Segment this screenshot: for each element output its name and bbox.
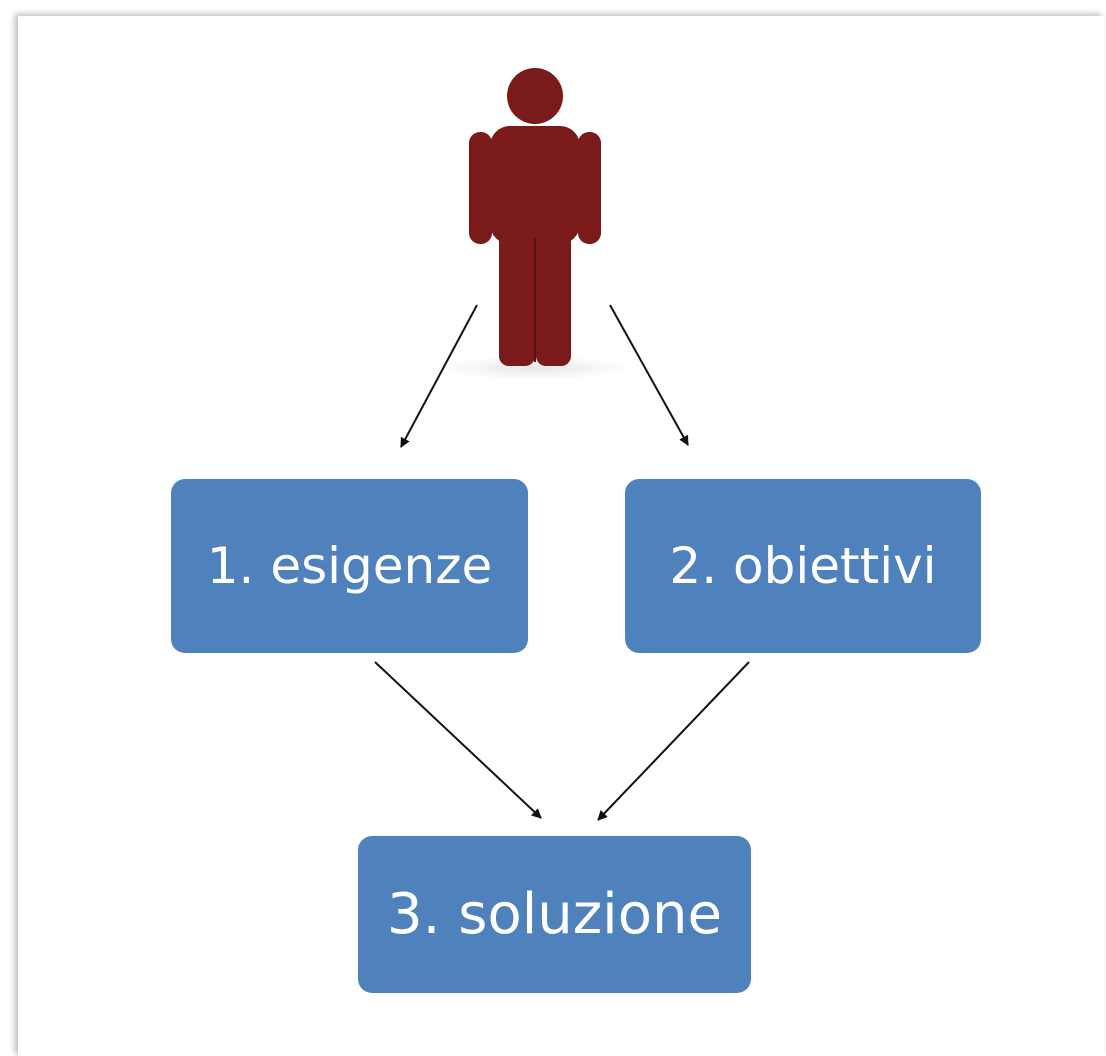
- node-soluzione: 3. soluzione: [358, 836, 751, 993]
- node-esigenze: 1. esigenze: [171, 479, 528, 653]
- arrow-person-to-esigenze: [400, 304, 478, 448]
- node-esigenze-label: 1. esigenze: [206, 537, 493, 595]
- person-icon: [440, 68, 630, 380]
- arrows: [374, 304, 750, 821]
- node-obiettivi: 2. obiettivi: [625, 479, 981, 653]
- arrow-esigenze-to-soluzione: [374, 661, 542, 819]
- node-soluzione-label: 3. soluzione: [387, 881, 722, 947]
- node-obiettivi-label: 2. obiettivi: [669, 537, 937, 595]
- arrow-obiettivi-to-soluzione: [597, 661, 750, 821]
- arrow-person-to-obiettivi: [609, 304, 689, 446]
